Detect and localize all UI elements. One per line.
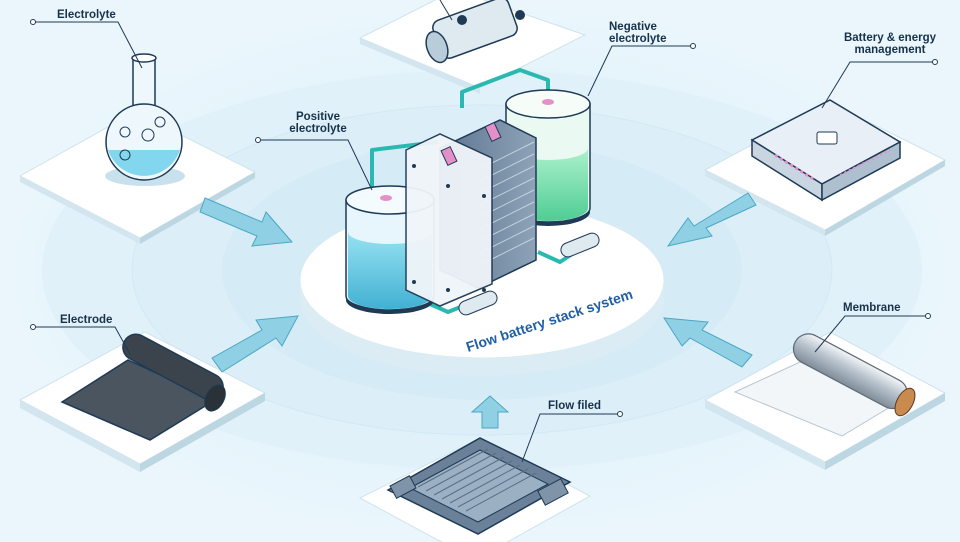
label-electrolyte: Electrolyte [57, 9, 116, 21]
pump-tile [358, 0, 587, 94]
electrode-tile [18, 331, 267, 472]
label-bms-line2: management [854, 44, 926, 56]
membrane-tile [703, 331, 947, 470]
pump-fittings [458, 232, 600, 316]
membrane-roll-icon [733, 333, 916, 437]
label-membrane: Membrane [843, 302, 901, 314]
bms-tile [703, 99, 947, 236]
arrow-electrode [211, 315, 299, 373]
carbon-felt-roll-icon [60, 333, 226, 441]
label-negative-line2: electrolyte [609, 33, 667, 45]
flow-field-tile [358, 437, 592, 542]
arrow-bms [666, 192, 757, 247]
callout-dots [30, 19, 938, 417]
arrow-flow-field [470, 395, 510, 429]
label-battery-energy-management: Battery & energy management [835, 32, 945, 56]
flask-icon [105, 53, 185, 186]
arrow-membrane [663, 317, 753, 368]
flow-field-plate-icon [386, 437, 572, 535]
label-negative-electrolyte: Negative electrolyte [609, 21, 667, 45]
callout-lines [33, 0, 935, 463]
label-negative-line1: Negative [609, 21, 657, 33]
label-positive-line1: Positive [295, 111, 341, 123]
label-bms-line1: Battery & energy [843, 32, 937, 44]
label-flow-field: Flow filed [548, 400, 602, 412]
electrolyte-tile [18, 53, 257, 244]
label-positive-line2: electrolyte [289, 123, 347, 135]
label-electrode: Electrode [60, 314, 113, 326]
control-box-icon [750, 99, 902, 202]
label-positive-electrolyte: Positive electrolyte [268, 111, 368, 135]
pump-cylinder-icon [425, 0, 525, 64]
cell-stack [405, 119, 537, 307]
arrows [199, 192, 757, 429]
arrow-electrolyte [199, 197, 294, 247]
